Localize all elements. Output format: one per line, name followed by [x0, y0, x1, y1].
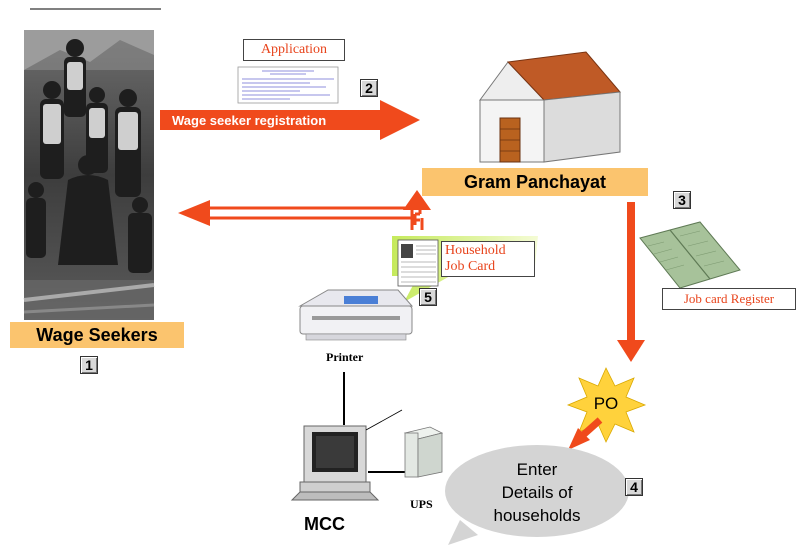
step-badge-5: 5 — [419, 288, 437, 306]
ups-icon — [403, 426, 444, 478]
registration-arrow — [160, 100, 420, 140]
application-label: Application — [243, 39, 345, 61]
household-job-card-line2: Job Card — [445, 259, 496, 274]
registration-arrow-label[interactable]: Wage seeker registration — [172, 113, 327, 128]
mcc-label[interactable]: MCC — [304, 514, 345, 534]
job-card-register-label: Job card Register — [662, 288, 796, 310]
application-document — [237, 66, 339, 104]
household-job-card-label: Household Job Card — [441, 241, 535, 277]
step-badge-4: 4 — [625, 478, 643, 496]
gp-to-po-arrow — [617, 202, 645, 362]
printer-icon — [298, 289, 414, 341]
gram-panchayat-house-icon — [479, 51, 621, 163]
enter-details-text: Enter Details of households — [470, 458, 604, 527]
enter-details-line1: Enter — [516, 460, 558, 479]
computer-icon — [290, 409, 403, 501]
po-label[interactable]: PO — [593, 394, 619, 413]
wage-seekers-photo — [23, 30, 155, 320]
enter-details-bubble — [445, 445, 629, 545]
job-card-return-arrow — [178, 190, 431, 230]
step-badge-1: 1 — [80, 356, 98, 374]
enter-details-line2: Details of — [501, 483, 573, 502]
job-card-register-book-icon — [639, 221, 741, 289]
household-job-card-line1: Household — [445, 243, 506, 258]
ups-label: UPS — [410, 497, 433, 511]
step-badge-2: 2 — [360, 79, 378, 97]
step-badge-3: 3 — [673, 191, 691, 209]
enter-details-line3: households — [493, 506, 581, 525]
po-star-icon — [566, 367, 647, 443]
wage-seekers-label: Wage Seekers — [10, 322, 184, 348]
printer-label: Printer — [326, 350, 364, 364]
po-to-details-arrow — [568, 417, 603, 450]
gram-panchayat-label[interactable]: Gram Panchayat — [422, 168, 648, 196]
